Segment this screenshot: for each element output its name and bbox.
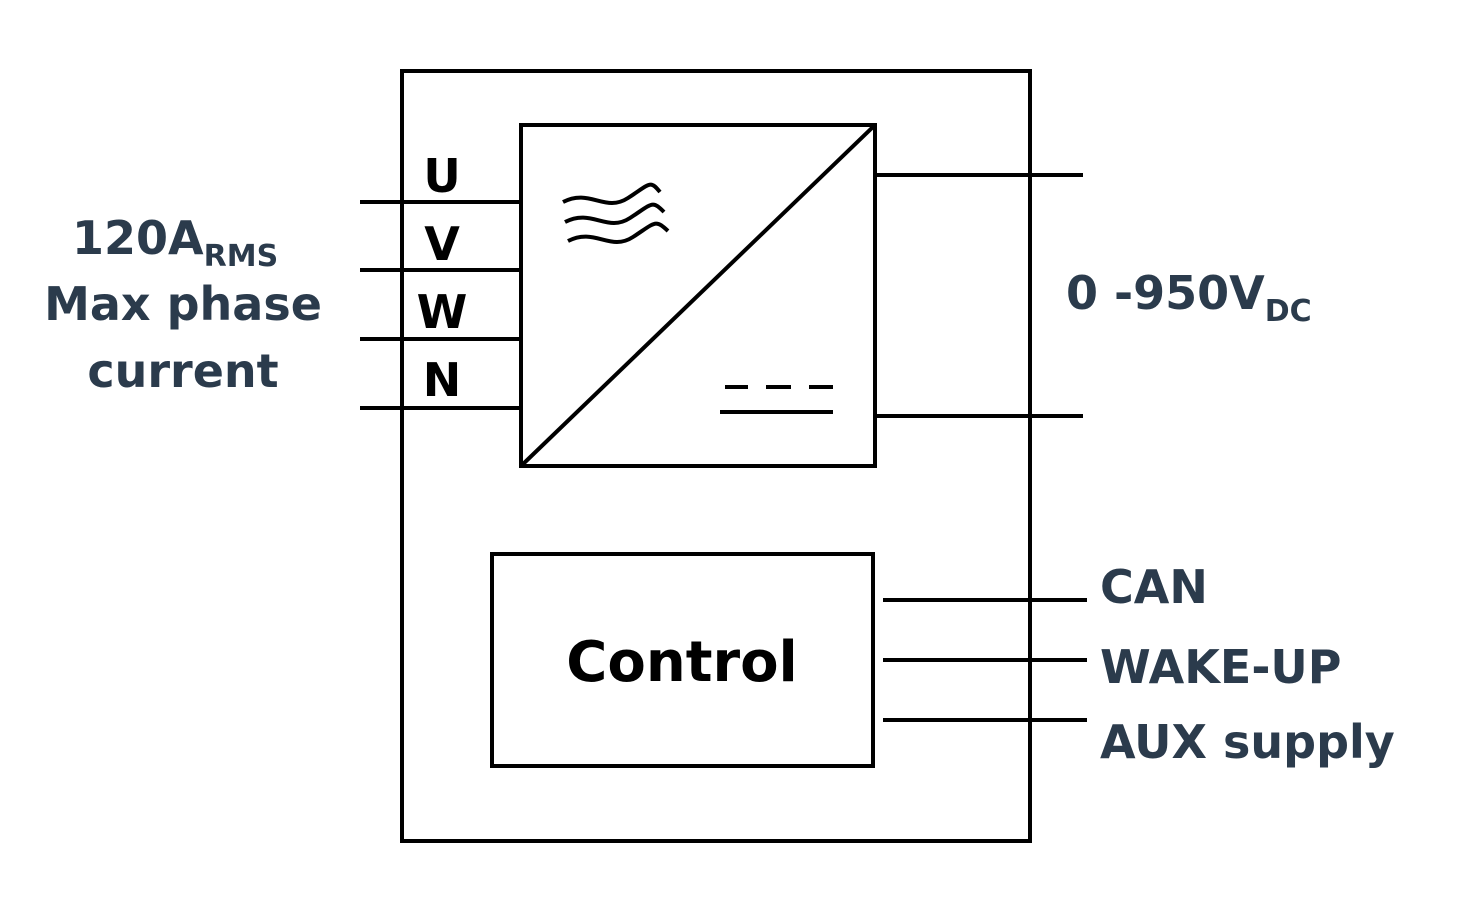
converter-diagonal bbox=[519, 123, 877, 468]
output-voltage-subscript: DC bbox=[1265, 294, 1312, 329]
dc-output-lines bbox=[875, 173, 1083, 418]
control-signal-lines bbox=[883, 598, 1087, 722]
current-value: 120A bbox=[72, 211, 204, 265]
phase-input-lines bbox=[360, 200, 521, 410]
phase-label-u: U bbox=[423, 149, 460, 203]
control-box bbox=[490, 552, 875, 768]
converter-box bbox=[519, 123, 877, 468]
current-subscript: RMS bbox=[204, 239, 279, 274]
current-desc-line1: Max phase bbox=[44, 277, 322, 331]
dc-symbol-icon bbox=[720, 385, 833, 414]
phase-label-n: N bbox=[423, 353, 462, 407]
ac-wave-symbol-icon bbox=[562, 182, 670, 244]
current-rating-label: 120ARMS bbox=[72, 211, 278, 274]
output-voltage-value: 0 -950V bbox=[1066, 266, 1265, 320]
phase-label-v: V bbox=[424, 217, 460, 271]
signal-label-can: CAN bbox=[1100, 560, 1208, 614]
output-voltage-label: 0 -950VDC bbox=[1066, 266, 1312, 329]
enclosure-box bbox=[400, 69, 1032, 843]
signal-label-wake-up: WAKE-UP bbox=[1100, 640, 1342, 694]
current-desc-line2: current bbox=[87, 344, 278, 398]
signal-label-aux-supply: AUX supply bbox=[1100, 715, 1395, 769]
control-label: Control bbox=[566, 630, 798, 695]
phase-label-w: W bbox=[417, 285, 468, 339]
